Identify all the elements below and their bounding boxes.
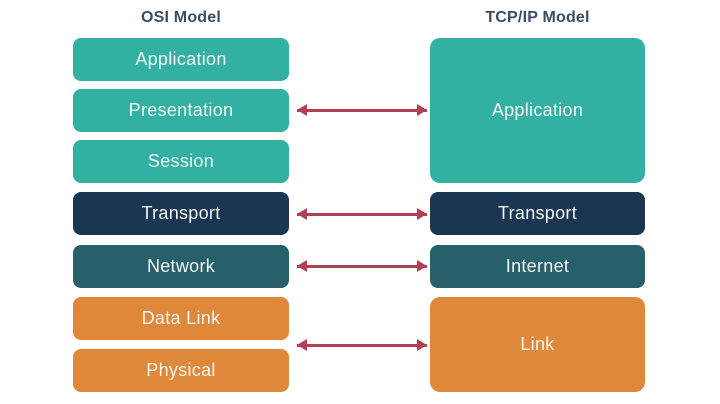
osi-layer-transport: Transport: [73, 192, 289, 235]
tcpip-layer-transport-label: Transport: [497, 203, 578, 223]
tcpip-model-title: TCP/IP Model: [485, 9, 590, 26]
tcpip-layer-link-label: Link: [520, 334, 555, 354]
osi-layer-physical: Physical: [73, 349, 289, 392]
mapping-arrow-network-internet: [297, 260, 427, 272]
tcpip-layer-link: Link: [430, 297, 645, 392]
osi-layer-session-label: Session: [147, 151, 215, 171]
tcpip-layer-application-label: Application: [491, 100, 584, 120]
mapping-arrow-data-link-link: [297, 339, 427, 351]
tcpip-layer-application: Application: [430, 38, 645, 183]
mapping-arrow-presentation-application: [297, 104, 427, 116]
osi-layer-application-label: Application: [135, 49, 227, 69]
osi-layer-data-link-label: Data Link: [141, 308, 221, 328]
tcpip-layer-internet-label: Internet: [505, 256, 570, 276]
osi-layer-network: Network: [73, 245, 289, 288]
osi-layer-data-link: Data Link: [73, 297, 289, 340]
tcpip-layer-transport: Transport: [430, 192, 645, 235]
osi-layer-presentation-label: Presentation: [128, 100, 234, 120]
osi-layer-transport-label: Transport: [141, 203, 221, 223]
osi-layer-presentation: Presentation: [73, 89, 289, 132]
tcpip-layer-internet: Internet: [430, 245, 645, 288]
osi-layer-network-label: Network: [146, 256, 216, 276]
osi-model-title: OSI Model: [140, 9, 222, 26]
osi-layer-session: Session: [73, 140, 289, 183]
mapping-arrow-transport-transport: [297, 208, 427, 220]
osi-layer-application: Application: [73, 38, 289, 81]
osi-layer-physical-label: Physical: [146, 360, 216, 380]
